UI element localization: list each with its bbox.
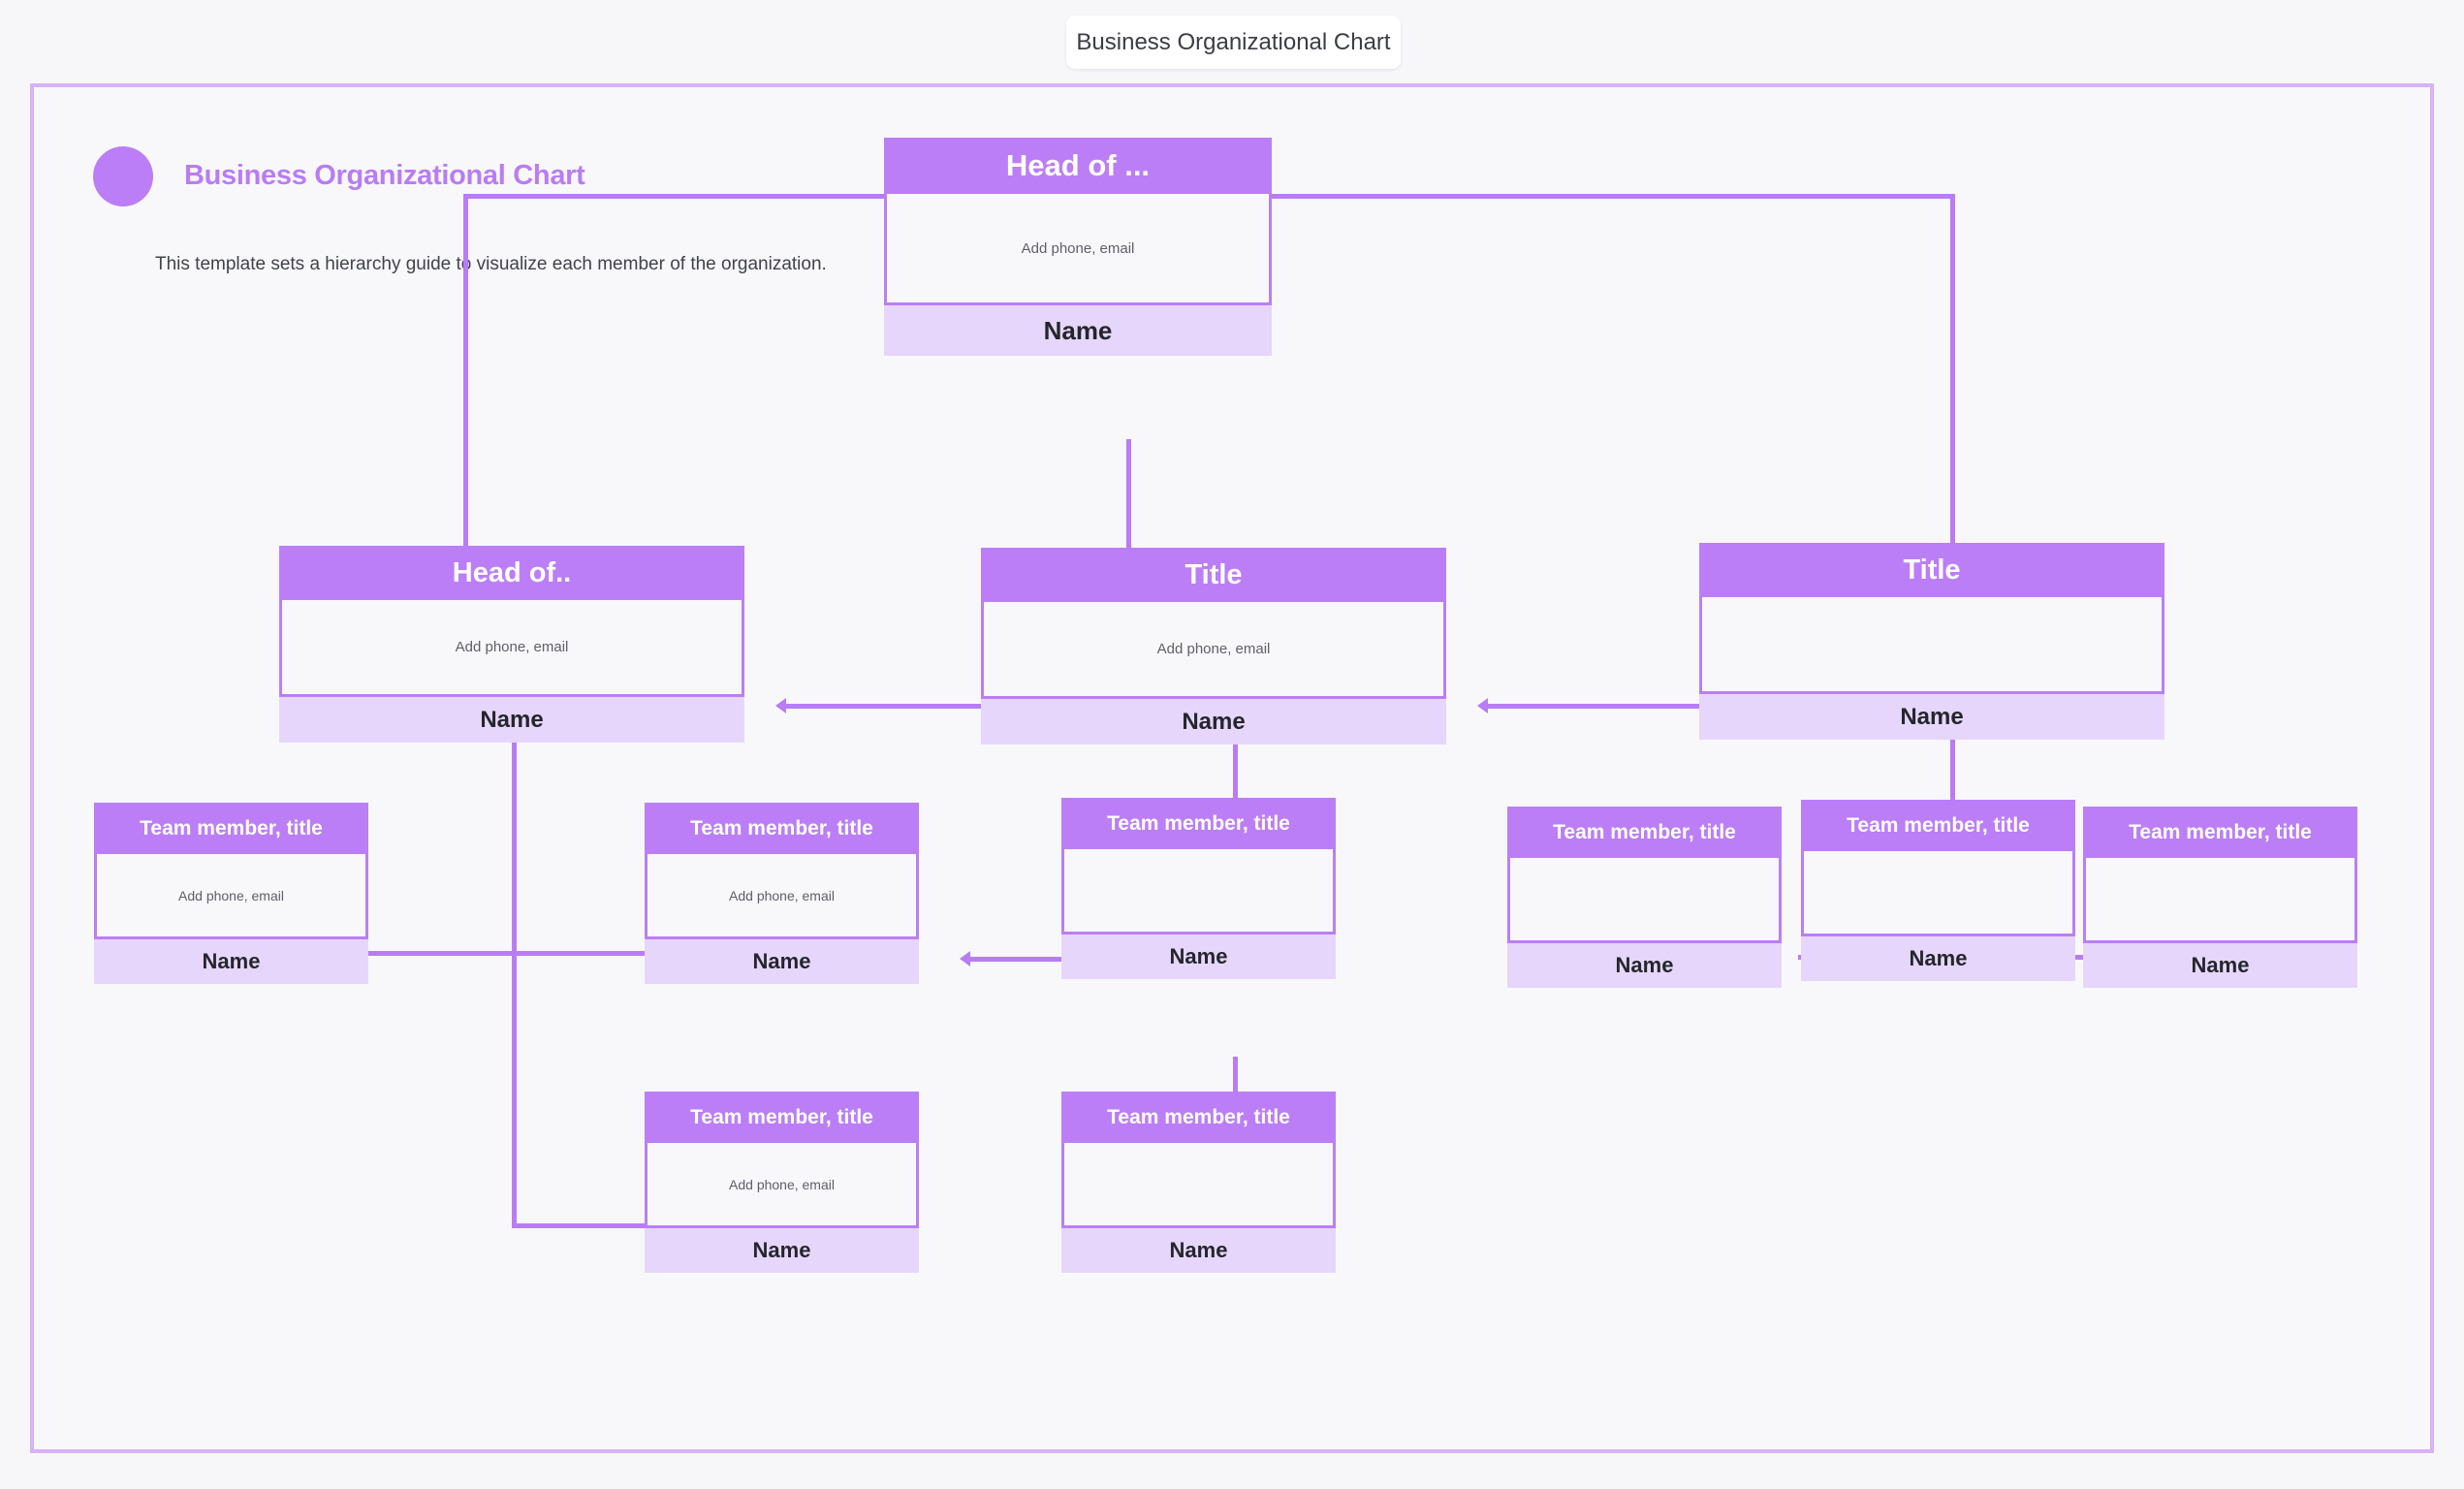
node-l3f-contact[interactable] xyxy=(2083,858,2357,943)
edge-l2a-to-l4a xyxy=(512,1223,677,1228)
node-l2b-name[interactable]: Name xyxy=(981,699,1446,744)
edge-root-to-l2c-v xyxy=(1950,194,1955,598)
edge-l2a-to-l3a xyxy=(368,951,516,956)
circle-avatar-icon xyxy=(93,146,153,206)
page-subtitle: This template sets a hierarchy guide to … xyxy=(155,254,827,274)
node-l3e-contact[interactable] xyxy=(1801,851,2075,936)
node-l4b-title: Team member, title xyxy=(1061,1092,1336,1143)
node-l3d-title: Team member, title xyxy=(1507,807,1782,858)
edge-l2b-to-l3c xyxy=(1233,730,1238,851)
node-l2c-name[interactable]: Name xyxy=(1699,694,2164,740)
node-l3d-contact[interactable] xyxy=(1507,858,1782,943)
node-l3f-title: Team member, title xyxy=(2083,807,2357,858)
node-l3c-name[interactable]: Name xyxy=(1061,935,1336,979)
node-l2b-contact[interactable]: Add phone, email xyxy=(981,602,1446,699)
edge-root-to-l2b xyxy=(1126,439,1131,602)
edge-l2b-l2c-double-arrow xyxy=(1477,698,1737,713)
node-l2a-contact[interactable]: Add phone, email xyxy=(279,600,744,697)
arrow-left-tip xyxy=(960,951,970,966)
node-l2b-title: Title xyxy=(981,548,1446,602)
node-l3a-name[interactable]: Name xyxy=(94,939,368,984)
node-l3f-name[interactable]: Name xyxy=(2083,943,2357,988)
arrow-bar xyxy=(1485,704,1729,709)
node-l3f[interactable]: Team member, title Name xyxy=(2083,807,2357,988)
node-l2a[interactable]: Head of.. Add phone, email Name xyxy=(279,546,744,743)
node-l4b-name[interactable]: Name xyxy=(1061,1228,1336,1273)
node-l4a-contact[interactable]: Add phone, email xyxy=(645,1143,919,1228)
node-l4a[interactable]: Team member, title Add phone, email Name xyxy=(645,1092,919,1273)
node-l3b-contact[interactable]: Add phone, email xyxy=(645,854,919,939)
document-tab[interactable]: Business Organizational Chart xyxy=(1066,16,1401,69)
document-tab-label: Business Organizational Chart xyxy=(1076,28,1391,55)
node-l4b-contact[interactable] xyxy=(1061,1143,1336,1228)
node-l2c-contact[interactable] xyxy=(1699,597,2164,694)
node-l2b[interactable]: Title Add phone, email Name xyxy=(981,548,1446,744)
node-l3b-title: Team member, title xyxy=(645,803,919,854)
edge-l2c-to-l3e xyxy=(1950,730,1955,851)
node-l2a-name[interactable]: Name xyxy=(279,697,744,743)
edge-l2a-trunk xyxy=(512,730,517,1227)
node-root-contact[interactable]: Add phone, email xyxy=(884,194,1272,305)
arrow-left-tip xyxy=(1477,698,1488,713)
edge-l2a-to-l3b xyxy=(512,951,677,956)
node-l2c[interactable]: Title Name xyxy=(1699,543,2164,740)
node-l3d-name[interactable]: Name xyxy=(1507,943,1782,988)
node-l3a-title: Team member, title xyxy=(94,803,368,854)
node-l3c[interactable]: Team member, title Name xyxy=(1061,798,1336,979)
arrow-bar xyxy=(783,704,1023,709)
chart-canvas-frame: Business Organizational Chart This templ… xyxy=(30,83,2434,1453)
node-l3e-title: Team member, title xyxy=(1801,800,2075,851)
edge-root-to-l2c-h xyxy=(1272,194,1955,199)
node-l3d[interactable]: Team member, title Name xyxy=(1507,807,1782,988)
node-l3c-contact[interactable] xyxy=(1061,849,1336,935)
node-root[interactable]: Head of ... Add phone, email Name xyxy=(884,138,1272,356)
node-l2a-title: Head of.. xyxy=(279,546,744,600)
page-title: Business Organizational Chart xyxy=(184,160,585,191)
node-l3e-name[interactable]: Name xyxy=(1801,936,2075,981)
node-l3a[interactable]: Team member, title Add phone, email Name xyxy=(94,803,368,984)
node-l3c-title: Team member, title xyxy=(1061,798,1336,849)
node-l3a-contact[interactable]: Add phone, email xyxy=(94,854,368,939)
edge-root-to-l2a-h xyxy=(463,194,887,199)
node-root-title: Head of ... xyxy=(884,138,1272,194)
node-l4a-title: Team member, title xyxy=(645,1092,919,1143)
node-l4b[interactable]: Team member, title Name xyxy=(1061,1092,1336,1273)
edge-root-to-l2a-v xyxy=(463,194,468,601)
arrow-bar xyxy=(967,957,1097,962)
arrow-left-tip xyxy=(775,698,786,713)
node-l3e[interactable]: Team member, title Name xyxy=(1801,800,2075,981)
node-root-name[interactable]: Name xyxy=(884,305,1272,356)
node-l3b[interactable]: Team member, title Add phone, email Name xyxy=(645,803,919,984)
node-l2c-title: Title xyxy=(1699,543,2164,597)
node-l4a-name[interactable]: Name xyxy=(645,1228,919,1273)
node-l3b-name[interactable]: Name xyxy=(645,939,919,984)
